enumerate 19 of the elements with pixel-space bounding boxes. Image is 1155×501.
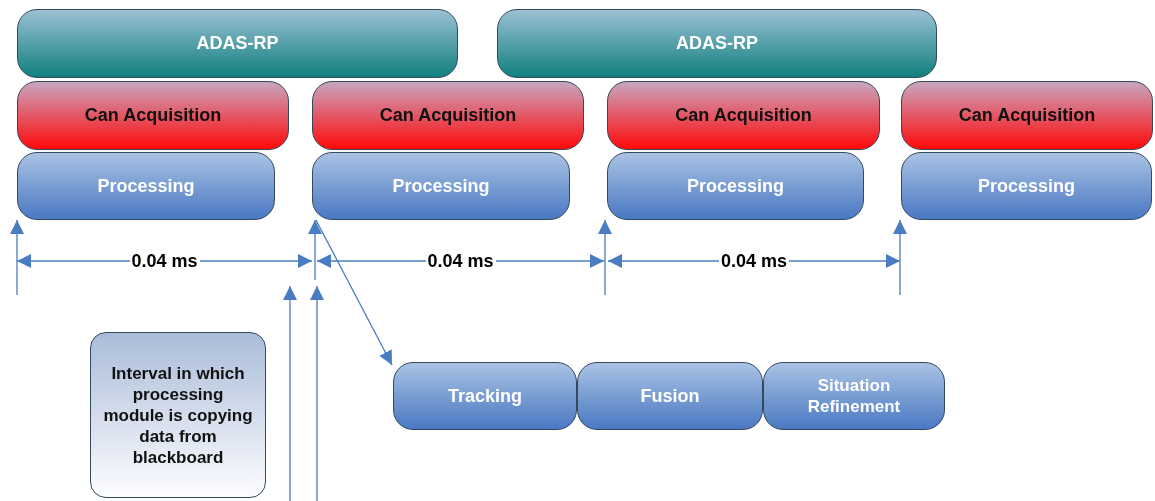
arrow bbox=[598, 219, 612, 296]
arrow bbox=[315, 219, 393, 366]
module-bar: ADAS-RP bbox=[17, 9, 458, 78]
process-box: Situation Refinement bbox=[763, 362, 945, 430]
process-box: Processing bbox=[312, 152, 570, 220]
arrow bbox=[10, 219, 24, 296]
module-bar: ADAS-RP bbox=[497, 9, 937, 78]
acquisition-box: Can Acquisition bbox=[607, 81, 880, 150]
process-box: Processing bbox=[901, 152, 1152, 220]
acquisition-box: Can Acquisition bbox=[312, 81, 584, 150]
note-box: Interval in which processing module is copying data from blackboard bbox=[90, 332, 266, 498]
arrow bbox=[893, 219, 907, 296]
arrow bbox=[308, 219, 322, 281]
acquisition-box: Can Acquisition bbox=[901, 81, 1153, 150]
process-box: Tracking bbox=[393, 362, 577, 430]
process-box: Processing bbox=[607, 152, 864, 220]
acquisition-box: Can Acquisition bbox=[17, 81, 289, 150]
process-box: Fusion bbox=[577, 362, 763, 430]
process-box: Processing bbox=[17, 152, 275, 220]
